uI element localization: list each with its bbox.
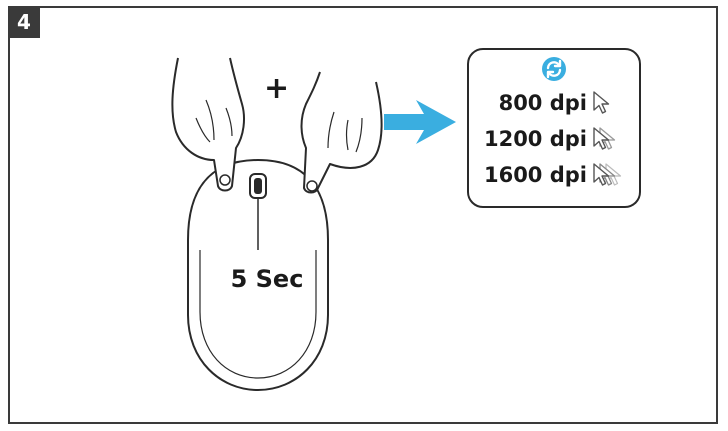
step-number-badge: 4: [8, 6, 40, 38]
left-hand-finger-lines: [195, 99, 233, 143]
mouse-body: [187, 158, 329, 392]
dpi-label: 800 dpi: [498, 91, 587, 115]
mouse-body-inner-line: [199, 250, 317, 379]
dpi-options-panel: 800 dpi 1200 dpi 1600 dpi: [467, 48, 641, 208]
left-button-press-marker: [219, 174, 231, 186]
double-cursor-arrow-icon: [593, 127, 616, 150]
right-hand: [300, 71, 383, 194]
dpi-option-800: 800 dpi: [469, 88, 643, 118]
right-arrow-icon: [384, 100, 456, 144]
right-hand-finger-lines: [327, 111, 363, 153]
cycle-arrows-icon: [542, 57, 566, 81]
triple-cursor-arrow-icon: [593, 163, 622, 186]
dpi-option-1600: 1600 dpi: [469, 160, 643, 190]
scroll-wheel-inner: [254, 178, 262, 194]
left-hand: [171, 57, 245, 192]
dpi-label: 1600 dpi: [483, 163, 587, 187]
right-button-press-marker: [306, 180, 318, 192]
dpi-label: 1200 dpi: [483, 127, 587, 151]
plus-sign: +: [264, 71, 290, 106]
dpi-option-1200: 1200 dpi: [469, 124, 643, 154]
duration-label: 5 Sec: [230, 265, 304, 293]
cursor-arrow-icon: [593, 91, 610, 114]
